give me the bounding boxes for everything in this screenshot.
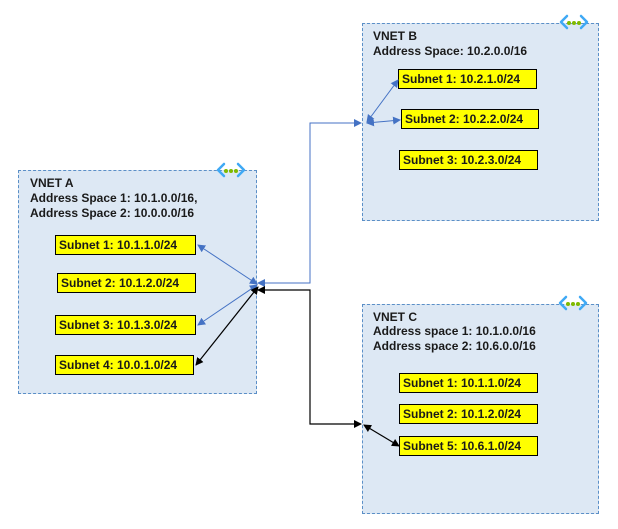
virtual-network-icon — [559, 14, 589, 30]
vnet-c-subnet-1: Subnet 1: 10.1.1.0/24 — [399, 373, 538, 393]
arrow-b-subnet1 — [366, 79, 399, 123]
vnet-a-address-space-1: Address Space 1: 10.1.0.0/16, — [30, 191, 198, 205]
vnet-a-address-space-2: Address Space 2: 10.0.0.0/16 — [30, 206, 195, 220]
arrow-a-subnet4-hub — [195, 286, 259, 366]
arrow-c-subnet5 — [363, 424, 400, 447]
vnet-a-subnet-1: Subnet 1: 10.1.1.0/24 — [55, 235, 196, 255]
arrow-b-subnet2 — [366, 116, 401, 127]
vnet-c-subnet-5: Subnet 5: 10.6.1.0/24 — [399, 436, 538, 456]
vnet-a-subnet-2: Subnet 2: 10.1.2.0/24 — [57, 273, 196, 293]
vnet-b-address-space: Address Space: 10.2.0.0/16 — [373, 44, 528, 58]
vnet-c-title: VNET C — [373, 310, 418, 324]
arrow-a-subnet3-hub — [197, 284, 258, 326]
vnet-c-address-space-2: Address space 2: 10.6.0.0/16 — [373, 339, 536, 353]
vnet-a-title: VNET A — [30, 176, 74, 190]
vnet-a-subnet-3: Subnet 3: 10.1.3.0/24 — [55, 315, 196, 335]
vnet-c-address-space-1: Address space 1: 10.1.0.0/16 — [373, 324, 536, 338]
arrow-a-subnet1-hub — [197, 244, 258, 285]
vnet-b-subnet-2: Subnet 2: 10.2.2.0/24 — [401, 109, 539, 129]
peering-a-c — [257, 286, 362, 428]
vnet-b-title: VNET B — [373, 29, 418, 43]
vnet-b-subnet-3: Subnet 3: 10.2.3.0/24 — [399, 150, 538, 170]
vnet-a-subnet-4: Subnet 4: 10.0.1.0/24 — [55, 355, 194, 375]
virtual-network-icon — [216, 162, 246, 178]
peering-a-b — [257, 119, 362, 287]
vnet-b-subnet-1: Subnet 1: 10.2.1.0/24 — [398, 69, 537, 89]
virtual-network-icon — [558, 295, 588, 311]
vnet-c-subnet-2: Subnet 2: 10.1.2.0/24 — [399, 404, 538, 424]
